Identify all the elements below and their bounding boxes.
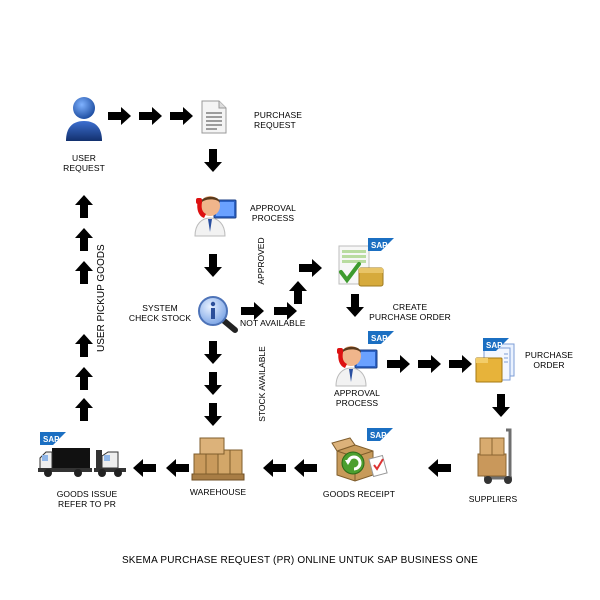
not-available-label: NOT AVAILABLE xyxy=(240,318,306,328)
system-check-stock-label: SYSTEM CHECK STOCK xyxy=(128,303,192,323)
purchase-order-label: PURCHASE ORDER xyxy=(525,350,574,370)
arrow-right xyxy=(170,107,193,125)
arrow-left xyxy=(166,459,189,477)
arrow-up xyxy=(75,367,93,390)
operator-icon xyxy=(194,196,237,237)
diagram-caption: SKEMA PURCHASE REQUEST (PR) ONLINE UNTUK… xyxy=(121,555,479,566)
arrow-right xyxy=(387,355,410,373)
sap-logo: SAP xyxy=(40,432,66,445)
hand-truck-icon xyxy=(477,428,512,484)
create-purchase-order-label: CREATE PURCHASE ORDER xyxy=(369,302,451,322)
arrow-up xyxy=(75,195,93,218)
arrow-right xyxy=(299,259,322,277)
arrow-up xyxy=(75,398,93,421)
stock-available-label: STOCK AVAILABLE xyxy=(257,346,267,422)
purchase-request-label: PURCHASE REQUEST xyxy=(254,110,303,130)
goods-receipt-icon xyxy=(331,437,388,482)
operator-icon xyxy=(335,346,378,387)
user-icon xyxy=(66,97,102,141)
warehouse-boxes-icon xyxy=(191,437,245,481)
goods-issue-label: GOODS ISSUE REFER TO PR xyxy=(56,489,118,509)
arrow-up xyxy=(75,334,93,357)
arrow-up xyxy=(289,281,307,304)
warehouse-label: WAREHOUSE xyxy=(189,487,247,497)
arrow-down xyxy=(204,372,222,395)
arrow-up xyxy=(75,228,93,251)
sap-logo: SAP xyxy=(368,238,394,251)
sap-logo: SAP xyxy=(367,428,393,441)
document-icon xyxy=(201,100,227,134)
arrow-right xyxy=(139,107,162,125)
suppliers-label: SUPPLIERS xyxy=(468,494,518,504)
arrow-down xyxy=(204,254,222,277)
arrow-left xyxy=(133,459,156,477)
sap-logo-text: SAP xyxy=(371,334,388,343)
goods-receipt-label: GOODS RECEIPT xyxy=(322,489,396,499)
arrow-left xyxy=(428,459,451,477)
arrow-down xyxy=(204,341,222,364)
arrow-down xyxy=(204,149,222,172)
sap-logo: SAP xyxy=(483,338,509,351)
arrow-up xyxy=(75,261,93,284)
approved-label: APPROVED xyxy=(256,237,266,285)
sap-logo: SAP xyxy=(368,331,394,344)
arrow-down xyxy=(492,394,510,417)
arrow-left xyxy=(263,459,286,477)
user-pickup-goods-label: USER PICKUP GOODS xyxy=(96,244,107,352)
sap-logo-text: SAP xyxy=(43,435,60,444)
sap-document-icon xyxy=(338,245,384,287)
arrow-right xyxy=(108,107,131,125)
arrow-right xyxy=(449,355,472,373)
arrow-right xyxy=(418,355,441,373)
sap-logo-text: SAP xyxy=(486,341,503,350)
sap-logo-text: SAP xyxy=(371,241,388,250)
approval-process-1-label: APPROVAL PROCESS xyxy=(250,203,296,223)
info-magnifier-icon xyxy=(198,296,238,333)
user-request-label: USER REQUEST xyxy=(63,153,105,173)
approval-process-2-label: APPROVAL PROCESS xyxy=(334,388,380,408)
sap-logo-text: SAP xyxy=(370,431,387,440)
truck-icon xyxy=(38,448,126,477)
arrow-down xyxy=(204,403,222,426)
arrow-left xyxy=(294,459,317,477)
